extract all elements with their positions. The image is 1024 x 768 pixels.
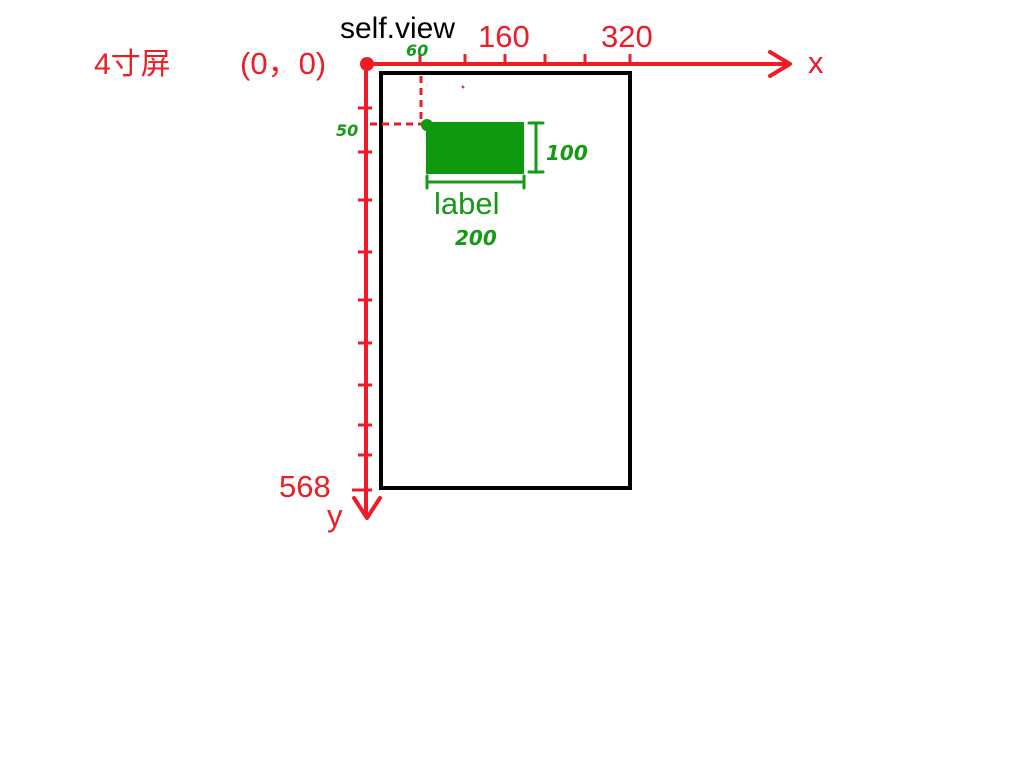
label-y-annotation: 50 bbox=[336, 121, 358, 140]
stray-mark bbox=[461, 85, 465, 89]
label-width-annotation: 200 bbox=[455, 226, 497, 250]
origin-label: (0，0) bbox=[240, 46, 326, 81]
x-tick-label-160: 160 bbox=[478, 19, 530, 54]
y-axis-ticks bbox=[352, 106, 372, 492]
origin-dot bbox=[360, 57, 374, 71]
label-origin-dot bbox=[421, 119, 433, 131]
x-axis-ticks bbox=[418, 54, 632, 64]
y-tick-label-568: 568 bbox=[279, 469, 331, 504]
label-name-text: label bbox=[434, 186, 500, 221]
x-axis-arrow bbox=[768, 50, 792, 78]
y-axis-label: y bbox=[327, 498, 343, 533]
label-rectangle bbox=[426, 122, 524, 174]
height-bracket bbox=[527, 121, 545, 174]
y-axis-arrow bbox=[352, 496, 382, 520]
screen-frame bbox=[379, 71, 632, 490]
width-bracket bbox=[425, 174, 526, 190]
label-height-annotation: 100 bbox=[546, 141, 588, 165]
x-tick-label-320: 320 bbox=[601, 19, 653, 54]
x-axis-label: x bbox=[808, 45, 824, 80]
label-x-annotation: 60 bbox=[406, 41, 428, 60]
screen-size-label: 4寸屏 bbox=[94, 48, 171, 81]
view-name-label: self.view bbox=[340, 12, 455, 45]
